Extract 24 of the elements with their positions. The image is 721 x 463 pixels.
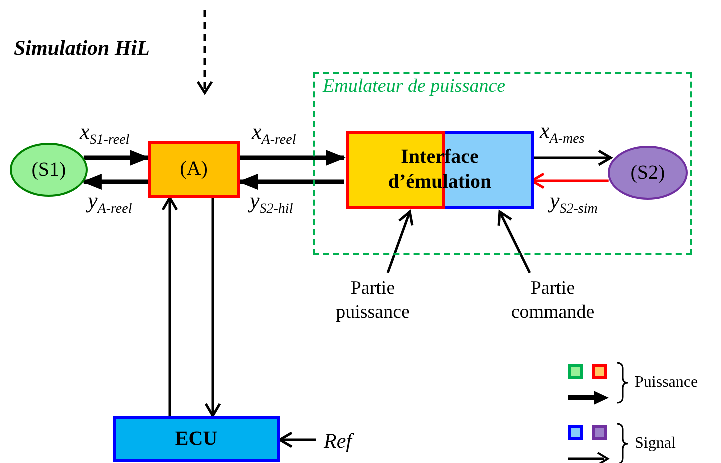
interface-box: [346, 131, 534, 209]
input-label: Ref: [324, 428, 352, 454]
node-label: (S2): [630, 162, 666, 184]
callout-text: Partie commande: [510, 277, 596, 325]
arrow: [240, 150, 346, 166]
arrow: [162, 196, 178, 416]
callout-text: Partie puissance: [335, 277, 411, 325]
group-title: Emulateur de puissance: [323, 76, 506, 98]
arrow: [238, 174, 344, 190]
legend-text: Puissance: [635, 374, 698, 392]
node-label: ECU: [175, 428, 218, 450]
node-label: (A): [180, 158, 208, 181]
diagram-label: Simulation HiL: [14, 36, 150, 61]
process-box: [148, 141, 240, 198]
ellipse-node: [608, 146, 688, 200]
legend-text: Signal: [635, 435, 676, 453]
process-box: [113, 416, 280, 462]
arrow: [204, 198, 222, 418]
node-label: (S1): [32, 158, 66, 182]
arrow: [532, 150, 612, 166]
leader-arrow: [498, 210, 532, 274]
arrow: [278, 432, 316, 448]
leader-arrow: [386, 210, 414, 274]
arrow: [84, 150, 150, 166]
